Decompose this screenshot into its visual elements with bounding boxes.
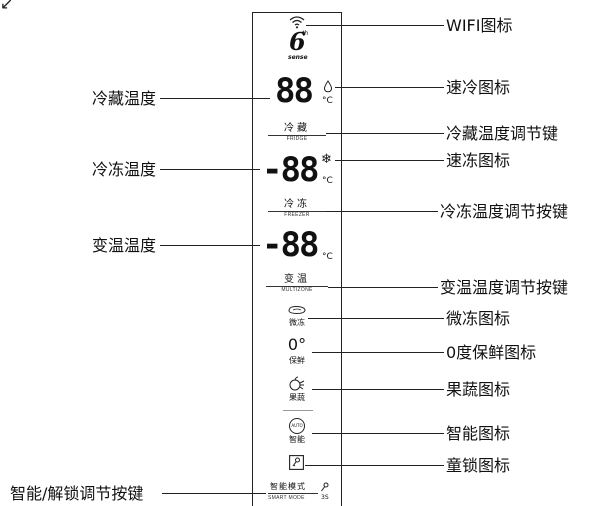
leader-freezer-temp	[160, 169, 260, 171]
sense-sup: th	[302, 30, 309, 37]
label-smart-unlock-key: 智能/解锁调节按键	[10, 484, 144, 503]
fridge-temp-display: 88	[275, 71, 314, 111]
fridge-button-sub: FRIDGE	[286, 136, 308, 142]
multizone-adjust-button[interactable]: 变温 MULTIZONE	[266, 274, 328, 293]
label-fruit: 果蔬图标	[446, 380, 511, 399]
multizone-minus: -	[262, 225, 283, 265]
wifi-icon	[289, 16, 305, 29]
corner-mark: ↙	[0, 0, 14, 13]
micro-freeze-label: 微冻	[289, 318, 305, 327]
multizone-button-label: 变温	[284, 274, 310, 285]
fresh-label: 保鲜	[289, 356, 305, 365]
label-micro-freeze: 微冻图标	[446, 309, 511, 328]
leader-fridge-temp	[160, 98, 270, 100]
sixth-sense-logo: 6 th sense	[287, 30, 311, 62]
label-child-lock: 童锁图标	[446, 456, 511, 475]
snowflake-icon: ❄	[321, 152, 332, 167]
leader-wifi	[306, 25, 444, 27]
smart-label: 智能	[289, 435, 305, 444]
label-wifi: WIFI图标	[446, 16, 513, 35]
leader-fridge-adjust	[326, 133, 444, 135]
leader-zero-fresh	[312, 352, 444, 354]
fridge-adjust-button[interactable]: 冷藏 FRIDGE	[268, 123, 326, 142]
freezer-temp-display: -88	[262, 150, 319, 190]
auto-symbol: AUTO	[291, 423, 303, 428]
sense-word: sense	[288, 54, 308, 61]
key-icon	[289, 455, 304, 470]
leader-fruit	[312, 389, 444, 391]
fridge-button-label: 冷藏	[284, 123, 310, 134]
label-multizone-adjust: 变温温度调节按键	[440, 278, 569, 297]
small-key-icon	[321, 482, 329, 492]
meat-icon	[288, 305, 306, 315]
leader-freezer-adjust	[326, 211, 438, 213]
label-freezer-adjust: 冷冻温度调节按键	[440, 202, 569, 221]
fridge-button-bar	[268, 135, 326, 136]
fridge-unit: °C	[322, 96, 333, 106]
smart-mode-label: 智能模式	[270, 482, 306, 491]
label-smart: 智能图标	[446, 424, 511, 443]
leader-micro-freeze	[308, 318, 444, 320]
multizone-button-bar	[266, 286, 328, 287]
lock-hint: 3S	[321, 494, 329, 501]
leader-smart	[312, 433, 444, 435]
label-quick-cool: 速冷图标	[446, 78, 511, 97]
freezer-adjust-button[interactable]: 冷冻 FREEZER	[268, 199, 326, 218]
leader-quick-freeze	[335, 160, 444, 162]
multizone-temp-display: -88	[262, 225, 319, 265]
label-fridge-temp: 冷藏温度	[92, 89, 157, 108]
leader-smart-unlock-key	[162, 493, 266, 495]
multizone-digits: 88	[280, 225, 319, 265]
multizone-button-sub: MULTIZONE	[281, 287, 313, 293]
label-zero-fresh: 0度保鲜图标	[446, 343, 537, 362]
label-quick-freeze: 速冻图标	[446, 151, 511, 170]
panel-divider	[283, 410, 313, 411]
fruit-label: 果蔬	[289, 393, 305, 402]
leader-quick-cool	[335, 87, 444, 89]
multizone-unit: °C	[322, 252, 333, 262]
smart-mode-bar	[268, 493, 318, 494]
fruit-icon	[289, 376, 305, 391]
label-freezer-temp: 冷冻温度	[92, 160, 157, 179]
zero-degree-icon: 0°	[287, 335, 307, 354]
freezer-digits: 88	[280, 150, 319, 190]
leader-multizone-adjust	[328, 287, 438, 289]
leader-child-lock	[305, 465, 444, 467]
label-multizone-temp: 变温温度	[92, 236, 157, 255]
sense-number: 6	[289, 27, 306, 56]
auto-icon: AUTO	[289, 418, 305, 434]
leader-multizone-temp	[160, 245, 260, 247]
control-panel	[252, 12, 342, 506]
freezer-minus: -	[262, 150, 283, 190]
freezer-button-sub: FREEZER	[284, 212, 310, 218]
label-fridge-adjust: 冷藏温度调节键	[446, 124, 559, 143]
freezer-unit: °C	[322, 176, 333, 186]
water-drop-icon	[323, 80, 333, 93]
freezer-button-label: 冷冻	[284, 199, 310, 210]
freezer-button-bar	[268, 211, 326, 212]
smart-mode-sub: SMART MODE	[268, 495, 305, 501]
